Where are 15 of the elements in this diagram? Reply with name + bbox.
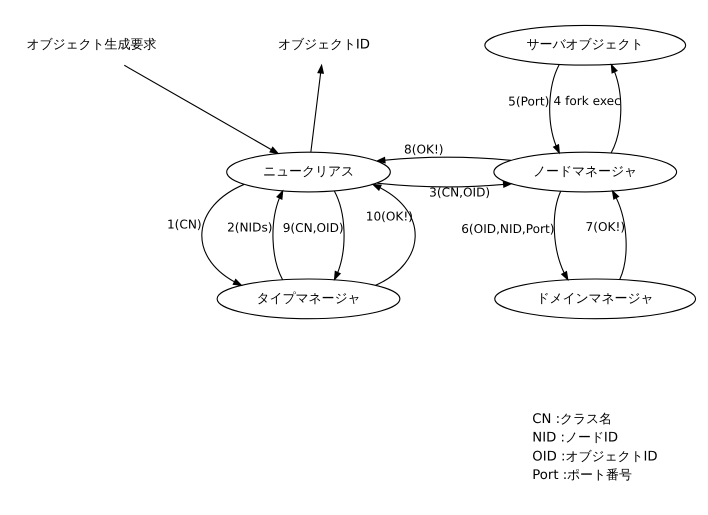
label: Port :ポート番号 xyxy=(532,468,632,484)
node-text: オブジェクト生成要求 xyxy=(26,38,156,53)
edge-label: 9(CN,OID) xyxy=(282,220,344,235)
edge-label: 1(CN) xyxy=(166,218,202,232)
edge-label: 5(Port) xyxy=(508,94,550,109)
edge-label: 8(OK!) xyxy=(404,142,444,157)
label: NID :ノードID xyxy=(532,430,618,446)
edge-label: 4 fork exec xyxy=(554,94,621,108)
edge-label: 3(CN,OID) xyxy=(429,186,490,200)
node-text: オブジェクトID xyxy=(278,38,370,53)
label: CN :クラス名 xyxy=(532,412,612,427)
edge-label: 6(OID,NID,Port) xyxy=(461,222,554,236)
label: OID :オブジェクトID xyxy=(532,449,658,464)
edge-label: 7(OK!) xyxy=(586,220,626,234)
edge-label: 2(NIDs) xyxy=(227,220,272,234)
